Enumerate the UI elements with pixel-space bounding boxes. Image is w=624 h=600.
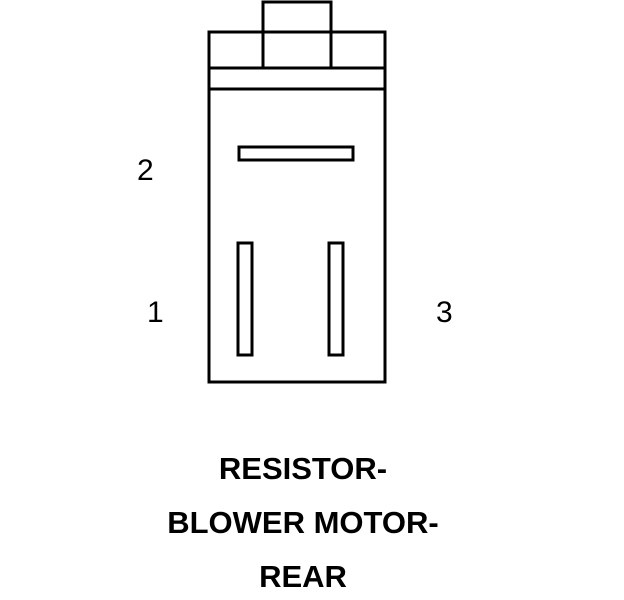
caption-line-3: REAR (259, 559, 347, 594)
terminal-slot-3 (327, 241, 345, 357)
terminal-slots (236, 145, 355, 357)
terminal-slot-2 (237, 145, 355, 162)
pin-label-2: 2 (137, 154, 154, 187)
connector-body (207, 66, 387, 384)
locking-tab (261, 0, 333, 70)
caption: RESISTOR- BLOWER MOTOR- REAR (167, 451, 439, 594)
pin-label-1: 1 (147, 296, 164, 329)
caption-line-1: RESISTOR- (219, 451, 387, 486)
connector-top-band (207, 30, 387, 70)
caption-line-2: BLOWER MOTOR- (167, 505, 439, 540)
terminal-slot-1 (236, 241, 254, 357)
pin-labels: 2 1 3 (137, 154, 453, 329)
pin-label-3: 3 (436, 296, 453, 329)
connector-housing (207, 0, 387, 384)
